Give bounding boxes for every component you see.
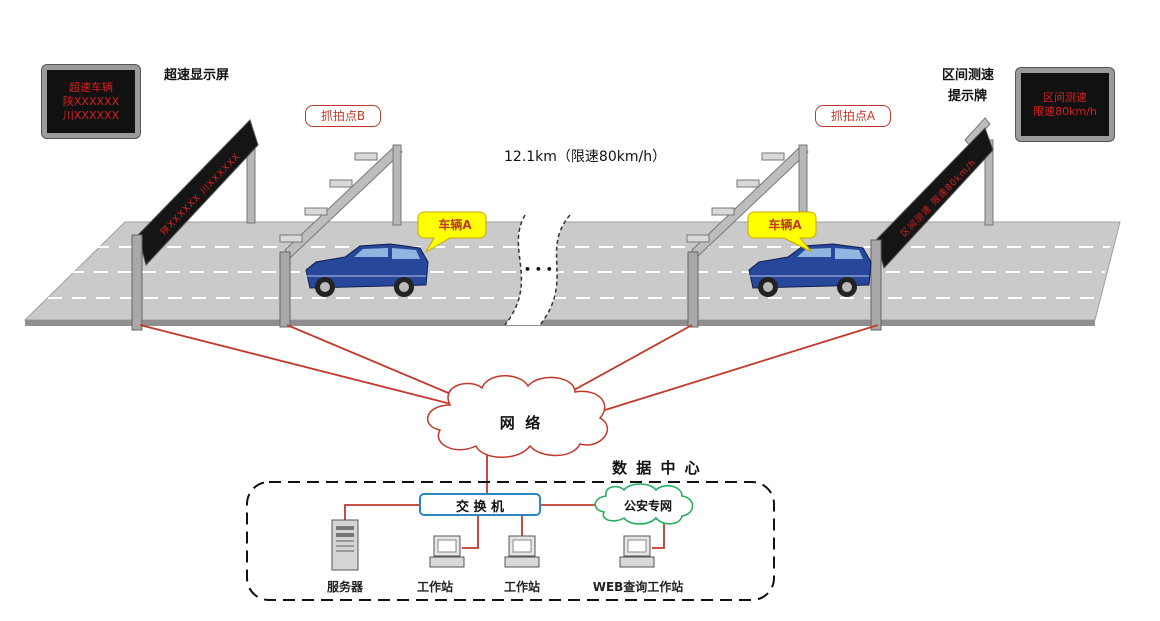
- device-label-server: 服务器: [326, 580, 363, 594]
- overspeed-board-line: 超速车辆: [69, 80, 113, 94]
- gantry-left-sign: [137, 119, 259, 267]
- section-board-title-line2: 提示牌: [948, 89, 988, 104]
- vehicle-label-right: 车辆A: [768, 218, 802, 232]
- overspeed-board-line: 川XXXXXX: [62, 108, 120, 122]
- road-break-left: [504, 214, 526, 326]
- capture-point-a-label: 抓拍点A: [815, 105, 891, 127]
- workstation-web-icon: [619, 535, 655, 568]
- section-board-line: 区间测速: [1043, 90, 1087, 104]
- police-net-cloud-icon: [594, 483, 694, 525]
- network-links: [139, 324, 879, 495]
- gantry-left-post-back: [246, 144, 256, 224]
- overspeed-board-line: 陕XXXXXX: [62, 94, 120, 108]
- data-center-title: 数 据 中 心: [612, 459, 702, 477]
- capture-point-b-label: 抓拍点B: [305, 105, 381, 127]
- gantry-b-post: [279, 251, 291, 328]
- network-label: 网 络: [499, 414, 541, 432]
- gantry-left-post: [131, 234, 143, 331]
- road-break-right: [539, 214, 571, 326]
- switch-label: 交 换 机: [455, 500, 505, 515]
- network-cloud-icon: [426, 375, 609, 458]
- gantry-right-arm: [964, 117, 991, 147]
- gantry-a-post: [687, 251, 699, 328]
- data-center-boundary: [246, 481, 775, 601]
- road-surface: [23, 221, 1121, 321]
- car-left-icon: [305, 243, 429, 297]
- device-label-workstation-2: 工作站: [503, 580, 540, 594]
- police-net-label: 公安专网: [623, 499, 672, 513]
- gantry-a-cameras: [686, 152, 785, 243]
- overspeed-display-title: 超速显示屏: [164, 68, 230, 83]
- device-label-workstation-1: 工作站: [416, 580, 453, 594]
- car-right-icon: [748, 243, 872, 297]
- gantry-b-cameras: [279, 152, 378, 243]
- section-speed-board: 区间测速 限速80km/h: [1016, 68, 1114, 141]
- lane-markings: [48, 246, 1110, 299]
- gantry-right-post: [870, 239, 882, 331]
- switch-box: [419, 493, 541, 516]
- distance-label: 12.1km（限速80km/h）: [504, 149, 667, 165]
- section-board-title-line1: 区间测速: [942, 68, 995, 83]
- server-icon: [331, 519, 359, 571]
- callout-right-bubble: [747, 211, 817, 253]
- road-break-ellipsis: • • •: [524, 263, 553, 276]
- callout-left-bubble: [417, 211, 487, 254]
- vehicle-label-left: 车辆A: [438, 218, 472, 232]
- data-center-links: [344, 504, 665, 549]
- workstation-2-icon: [504, 535, 540, 568]
- section-board-line: 限速80km/h: [1033, 104, 1097, 118]
- workstation-1-icon: [429, 535, 465, 568]
- gantry-b-post-back: [392, 144, 402, 226]
- overspeed-display-board: 超速车辆 陕XXXXXX 川XXXXXX: [42, 65, 140, 138]
- device-label-web-workstation: WEB查询工作站: [592, 580, 684, 594]
- road-edge: [25, 320, 1095, 326]
